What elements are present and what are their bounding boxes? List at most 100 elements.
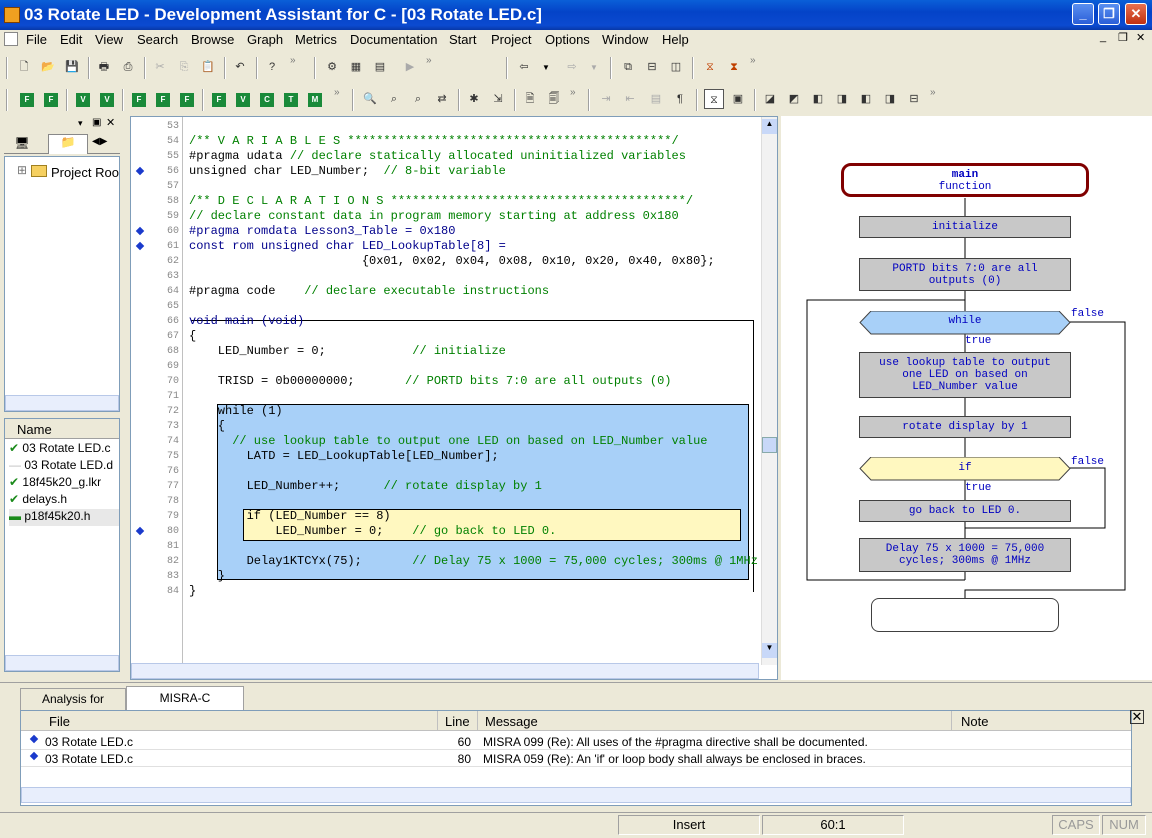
browse-const-icon[interactable]: C xyxy=(260,93,274,107)
doc-search-icon[interactable]: 🗎 xyxy=(525,93,535,105)
flowchart-toggle-icon[interactable]: ⧖ xyxy=(704,89,724,109)
list-item[interactable]: ✔ 03 Rotate LED.c xyxy=(9,441,111,455)
filelist-hscroll[interactable] xyxy=(5,655,119,671)
undo-icon[interactable]: ↶ xyxy=(235,61,245,73)
flow-icon-2[interactable]: ⧗ xyxy=(730,61,738,73)
list-item[interactable]: ✔ 18f45k20_g.lkr xyxy=(9,475,102,489)
pilcrow-icon[interactable]: ¶ xyxy=(677,93,683,105)
flow-goback-node[interactable]: go back to LED 0. xyxy=(859,500,1071,522)
minimize-button[interactable]: _ xyxy=(1072,3,1094,25)
table-row[interactable]: 03 Rotate LED.c 80 MISRA 059 (Re): An 'i… xyxy=(21,750,1131,767)
menu-start[interactable]: Start xyxy=(449,32,477,47)
editor-vscroll[interactable]: ▲ ▼ xyxy=(761,117,777,665)
grid-icon[interactable]: ▦ xyxy=(350,61,362,73)
col-message[interactable]: Message xyxy=(485,714,538,729)
menu-browse[interactable]: Browse xyxy=(191,32,235,47)
flow-while-node[interactable] xyxy=(859,311,1071,335)
comment-icon[interactable]: ▤ xyxy=(650,93,662,105)
project-tab[interactable]: 📁 xyxy=(48,134,88,154)
close-button[interactable]: ✕ xyxy=(1125,3,1147,25)
col-line[interactable]: Line xyxy=(445,714,470,729)
menu-window[interactable]: Window xyxy=(602,32,649,47)
menu-file[interactable]: File xyxy=(26,32,47,47)
paste-icon[interactable]: 📋 xyxy=(201,61,215,73)
new-file-icon[interactable]: 🗋 xyxy=(19,61,29,73)
flow-portd-node[interactable]: PORTD bits 7:0 are all outputs (0) xyxy=(859,258,1071,291)
list-item[interactable]: ✔ delays.h xyxy=(9,492,68,506)
results-hscroll[interactable] xyxy=(21,787,1131,803)
project-root-item[interactable]: Project Roo xyxy=(51,165,119,180)
list-item[interactable]: — 03 Rotate LED.d xyxy=(9,458,114,472)
col-note[interactable]: Note xyxy=(961,714,989,729)
fold-3-icon[interactable]: ◧ xyxy=(812,93,824,105)
browse-fc-icon[interactable]: F xyxy=(132,93,146,107)
mdi-restore-icon[interactable]: ❐ xyxy=(1118,32,1128,44)
menu-help[interactable]: Help xyxy=(662,32,689,47)
mdi-minimize-icon[interactable]: _ xyxy=(1100,31,1107,43)
workspace-tab[interactable]: 🖥 xyxy=(14,136,30,150)
fold-2-icon[interactable]: ◩ xyxy=(788,93,800,105)
browse-v2-icon[interactable]: V xyxy=(100,93,114,107)
tab-analysis-symbols[interactable]: Analysis for Symbols xyxy=(20,688,126,726)
browse-v-icon[interactable]: V xyxy=(76,93,90,107)
browse-type-icon[interactable]: T xyxy=(284,93,298,107)
browse-f2-icon[interactable]: F xyxy=(44,93,58,107)
tree-hscroll[interactable] xyxy=(5,395,119,411)
flow-icon-1[interactable]: ⧖ xyxy=(706,61,714,73)
mark-icon[interactable]: ✱ xyxy=(469,93,479,105)
tile-horizontal-icon[interactable]: ⊟ xyxy=(647,61,657,73)
print-preview-icon[interactable]: ⎙ xyxy=(123,61,133,73)
menu-view[interactable]: View xyxy=(95,32,123,47)
maximize-button[interactable]: ❐ xyxy=(1098,3,1120,25)
left-panel-close-icon[interactable]: ✕ xyxy=(106,117,116,129)
col-file[interactable]: File xyxy=(49,714,70,729)
browse-var-icon[interactable]: V xyxy=(236,93,250,107)
flow-lookup-node[interactable]: use lookup table to output one LED on ba… xyxy=(859,352,1071,398)
find-prev-icon[interactable]: ⌕ xyxy=(414,93,422,105)
fold-4-icon[interactable]: ◨ xyxy=(836,93,848,105)
table-icon[interactable]: ▤ xyxy=(374,61,386,73)
flow-initialize-node[interactable]: initialize xyxy=(859,216,1071,238)
mdi-close-icon[interactable]: ✕ xyxy=(1136,32,1146,44)
tab-misra-compliance[interactable]: MISRA-C Compliance xyxy=(126,686,244,727)
fold-1-icon[interactable]: ◪ xyxy=(764,93,776,105)
open-folder-icon[interactable]: 📂 xyxy=(41,61,55,73)
flow-rotate-node[interactable]: rotate display by 1 xyxy=(859,416,1071,438)
editor-hscroll[interactable] xyxy=(131,663,759,679)
browse-fv-icon[interactable]: F xyxy=(180,93,194,107)
document-icon[interactable] xyxy=(4,32,18,46)
run-icon[interactable]: ▶ xyxy=(405,61,415,73)
menu-project[interactable]: Project xyxy=(491,32,532,47)
build-icon[interactable]: ⚙ xyxy=(327,61,337,73)
save-icon[interactable]: 💾 xyxy=(65,61,79,73)
find-icon[interactable]: 🔍 xyxy=(363,93,377,105)
horizontal-splitter[interactable] xyxy=(0,682,1152,686)
menu-documentation[interactable]: Documentation xyxy=(350,32,438,47)
flowchart-view-icon[interactable]: ▣ xyxy=(732,93,744,105)
panel-close-icon[interactable]: ✕ xyxy=(1130,709,1144,724)
menu-edit[interactable]: Edit xyxy=(60,32,83,47)
replace-icon[interactable]: ⇄ xyxy=(437,93,447,105)
cut-icon[interactable]: ✂ xyxy=(155,61,165,73)
menu-metrics[interactable]: Metrics xyxy=(295,32,337,47)
cascade-icon[interactable]: ⧉ xyxy=(624,61,632,73)
print-icon[interactable]: 🖶 xyxy=(98,61,110,73)
fold-6-icon[interactable]: ◨ xyxy=(884,93,896,105)
browse-macro-icon[interactable]: M xyxy=(308,93,322,107)
indent-icon[interactable]: ⇥ xyxy=(601,93,611,105)
menu-search[interactable]: Search xyxy=(137,32,179,47)
file-list-header[interactable]: Name xyxy=(17,422,52,437)
table-row[interactable]: 03 Rotate LED.c 60 MISRA 099 (Re): All u… xyxy=(21,733,1131,750)
flow-delay-node[interactable]: Delay 75 x 1000 = 75,000 cycles; 300ms @… xyxy=(859,538,1071,572)
tab-scroll-icon[interactable]: ◀▶ xyxy=(92,136,108,147)
fold-5-icon[interactable]: ◧ xyxy=(860,93,872,105)
menu-graph[interactable]: Graph xyxy=(247,32,284,47)
forward-arrow-icon[interactable]: ⇨ xyxy=(567,61,577,73)
fold-7-icon[interactable]: ⊟ xyxy=(909,93,919,105)
tile-vertical-icon[interactable]: ◫ xyxy=(670,61,682,73)
browse-fc2-icon[interactable]: F xyxy=(156,93,170,107)
find-next-icon[interactable]: ⌕ xyxy=(390,93,398,105)
help-icon[interactable]: ? xyxy=(268,61,276,73)
